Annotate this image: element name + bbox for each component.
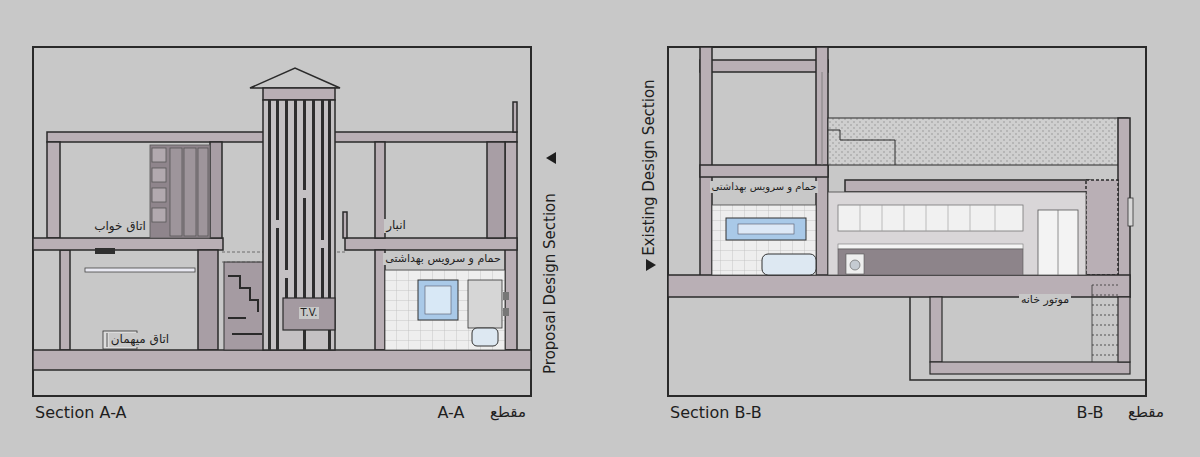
section-title: A-A (436, 404, 467, 422)
section-title: مقطع (1126, 404, 1166, 421)
section-title: Section A-A (33, 404, 129, 422)
sheet-heading: Existing Design Section (640, 78, 657, 258)
section-title: Section B-B (668, 404, 764, 422)
room-name: T.V. (299, 307, 320, 319)
room-name: اتاق میهمان (109, 333, 171, 347)
sheet-heading: Proposal Design Section (541, 192, 558, 377)
section-title: B-B (1074, 404, 1105, 422)
room-name: موتور خانه (1019, 294, 1071, 307)
room-name: حمام و سرویس بهداشتی (710, 181, 819, 193)
room-name: حمام و سرویس بهداشتی (383, 253, 502, 266)
room-name: انبار (384, 219, 408, 233)
room-name: اتاق خواب (92, 220, 148, 234)
section-title: مقطع (488, 404, 528, 421)
